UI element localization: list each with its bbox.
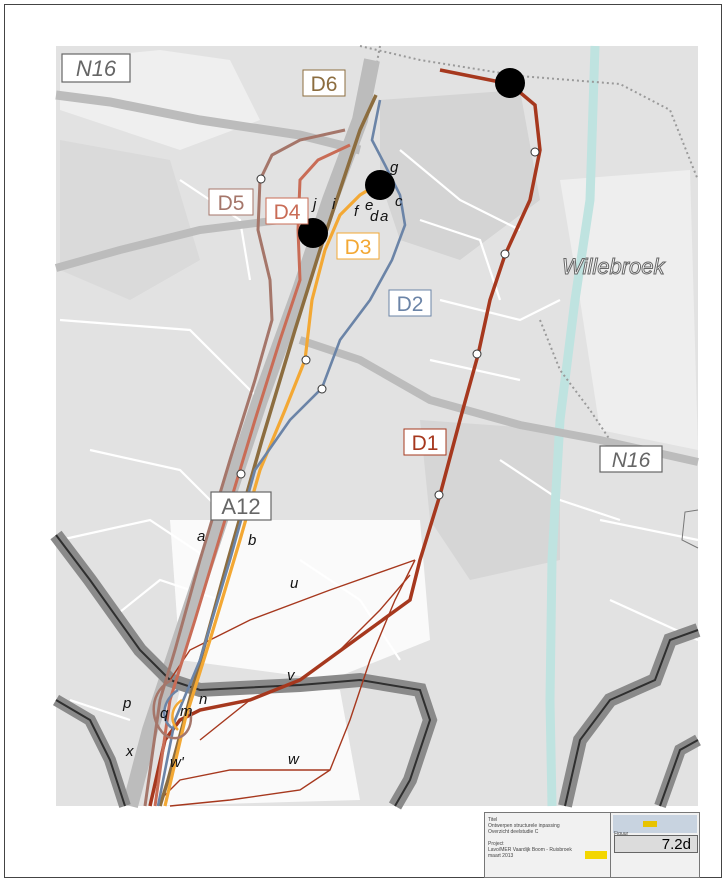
route-d1-branch: [159, 769, 330, 801]
connection-point-center: [365, 170, 395, 200]
point-label-d: d: [370, 208, 379, 225]
route-d4: [153, 143, 351, 807]
node-marker: [236, 469, 246, 479]
point-label-b: b: [248, 532, 256, 549]
connection-point-northeast: [495, 68, 525, 98]
point-label-e: e: [365, 197, 373, 214]
node-marker: [434, 490, 444, 500]
figure-label: Figuur: [614, 831, 629, 837]
figure-number: 7.2d: [614, 835, 698, 853]
route-label-d3-text: D3: [345, 236, 372, 259]
road-label-n16-north: N16: [76, 56, 117, 81]
railway: [359, 45, 699, 181]
logo-mark: [643, 821, 657, 827]
point-label-g: g: [390, 159, 399, 176]
route-node-markers: [236, 147, 540, 500]
urban-area: [380, 90, 540, 260]
open-area: [560, 170, 698, 450]
route-label-d1-text: D1: [412, 432, 439, 455]
point-label-u: u: [290, 575, 299, 592]
title-block-info: Titel Ontwerpen structurele inpassing Ov…: [485, 813, 611, 877]
node-marker: [317, 384, 327, 394]
road-shield-n16-east: N16: [599, 445, 663, 473]
railway: [539, 319, 611, 441]
title-label: Titel: [488, 817, 498, 823]
node-marker: [301, 355, 311, 365]
title-subtitle-2: Overzicht deelstudie C: [488, 829, 539, 835]
title-subtitle-1: Ontwerpen structurele inpassing: [488, 823, 560, 829]
title-block-figure: Figuur 7.2d: [611, 813, 699, 877]
route-label-d6-text: D6: [311, 73, 338, 96]
route-label-d5: D5: [208, 188, 254, 216]
open-area: [150, 690, 360, 806]
company-logo: [613, 815, 697, 833]
point-label-n: n: [199, 691, 207, 708]
point-label-m: m: [180, 703, 193, 720]
route-d1-branch: [169, 559, 416, 807]
point-labels: g c d a e f j i a b u v w w' p q m n x: [122, 159, 403, 771]
route-d1: [148, 68, 542, 807]
route-d1-branch: [199, 574, 411, 741]
route-d5: [143, 128, 346, 807]
point-label-i: i: [332, 196, 336, 213]
interchange-loop: [171, 698, 183, 731]
waterway: [50, 530, 701, 810]
point-label-q: q: [160, 705, 169, 722]
interchange-loop: [163, 688, 179, 730]
route-label-d3: D3: [336, 232, 380, 260]
road-shield-a12: A12: [210, 491, 272, 521]
node-marker: [256, 174, 266, 184]
point-label-j: j: [311, 196, 317, 213]
title-block-color-swatch: [585, 851, 607, 859]
road-label-n16-east: N16: [612, 449, 651, 472]
route-label-d6: D6: [302, 69, 346, 97]
node-marker: [500, 249, 510, 259]
point-label-a-top: a: [380, 208, 388, 225]
town-label-willebroek: Willebroek: [562, 254, 666, 279]
point-label-f: f: [354, 203, 360, 220]
point-label-v: v: [287, 667, 296, 684]
title-block: Titel Ontwerpen structurele inpassing Ov…: [484, 812, 700, 878]
point-label-w-prime: w': [170, 754, 185, 771]
map-edge-detail: [681, 509, 699, 549]
point-label-x: x: [125, 743, 134, 760]
project-date: maart 2013: [488, 853, 514, 859]
connection-point-west: [298, 218, 328, 248]
road-shield-n16-north: N16: [61, 53, 131, 83]
canal: [545, 45, 600, 807]
route-label-d1: D1: [403, 428, 447, 456]
page-frame: [4, 4, 722, 878]
route-label-d5-text: D5: [218, 192, 245, 215]
road-n16-north: [55, 90, 362, 155]
node-marker: [472, 349, 482, 359]
route-label-d4-text: D4: [274, 201, 301, 224]
urban-area: [420, 420, 560, 580]
route-label-d4: D4: [265, 197, 309, 225]
interchange-loop: [152, 678, 193, 740]
road-label-a12: A12: [221, 494, 260, 519]
route-label-d2: D2: [388, 289, 432, 317]
route-label-d2-text: D2: [397, 293, 424, 316]
node-marker: [530, 147, 540, 157]
road-n16-east: [298, 336, 699, 466]
point-label-p: p: [122, 695, 131, 712]
point-label-w: w: [288, 751, 300, 768]
point-label-a: a: [197, 528, 205, 545]
project-label: Project: [488, 841, 504, 847]
project-name: Lavo/MER Vaardijk Boom - Ruisbroek: [488, 847, 572, 853]
point-label-c: c: [395, 193, 403, 210]
route-d3: [163, 182, 379, 807]
road-west: [54, 216, 281, 272]
